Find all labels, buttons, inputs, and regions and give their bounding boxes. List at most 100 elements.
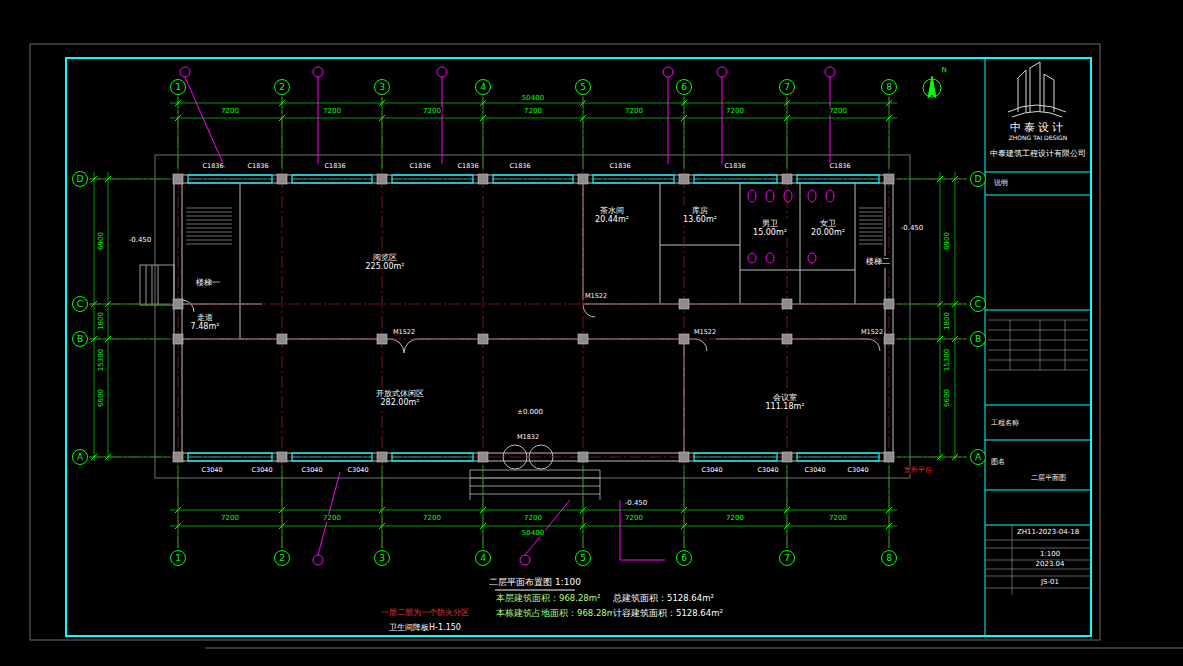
dimension-line xyxy=(684,466,685,548)
label-text: 7.48m² xyxy=(191,322,220,331)
callout-bubble xyxy=(520,555,530,565)
dimension-tick xyxy=(937,301,943,307)
label-text: 282.00m² xyxy=(376,398,424,407)
column xyxy=(277,334,287,344)
grid-number: A xyxy=(970,449,986,465)
grid-bubble: 2 xyxy=(274,79,290,95)
door-swing xyxy=(868,339,880,351)
label-text: 中泰建筑工程设计有限公司 xyxy=(988,150,1088,159)
label-text: 阅览区 xyxy=(366,253,405,262)
bubble-circle xyxy=(375,551,390,566)
callout-bubble xyxy=(663,67,673,77)
rule xyxy=(985,576,1091,577)
dimension-line xyxy=(282,97,283,170)
window-tag: C1836 xyxy=(608,163,631,170)
title-underline xyxy=(495,590,575,591)
dimension: 15300 xyxy=(944,348,951,372)
note: 卫生间降板H-1.150 xyxy=(388,624,462,632)
grid-bubble: 6 xyxy=(676,550,692,566)
north-label: N xyxy=(940,67,947,74)
grid-number: 7 xyxy=(779,79,795,95)
bubble-circle xyxy=(476,551,491,566)
title-block-cell: 图名 xyxy=(990,459,1006,466)
callout-bubble xyxy=(437,67,447,77)
dimension: 7200 xyxy=(624,515,644,522)
callout-bubble xyxy=(313,67,323,77)
elevation: -0.450 xyxy=(128,237,153,244)
callout-bubble xyxy=(825,67,835,77)
stair-tread xyxy=(859,240,883,241)
dimension-line xyxy=(89,179,170,180)
rule xyxy=(985,490,1091,491)
label-text: ZHONG TAI DESIGN xyxy=(988,135,1088,142)
dimension-tick xyxy=(886,523,892,529)
bubble-circle xyxy=(971,297,986,312)
title-block-cell: JS-01 xyxy=(1040,579,1060,586)
step xyxy=(470,470,471,500)
title-block-logo: 中泰设计ZHONG TAI DESIGN中泰建筑工程设计有限公司 xyxy=(988,122,1088,158)
step xyxy=(600,470,601,500)
dimension: 6900 xyxy=(98,231,105,251)
column xyxy=(884,452,894,462)
north-arrow xyxy=(923,76,941,98)
window xyxy=(493,175,573,183)
dimension: 7200 xyxy=(322,515,342,522)
dimension-tick xyxy=(480,523,486,529)
column xyxy=(884,299,894,309)
door-tag: M1522 xyxy=(392,329,416,336)
toilet-symbol xyxy=(808,190,816,202)
column xyxy=(173,174,183,184)
title-block-cell: 二层平面图 xyxy=(1030,475,1067,482)
dimension-line xyxy=(897,304,967,305)
column xyxy=(782,299,792,309)
step xyxy=(470,470,600,471)
column xyxy=(782,174,792,184)
dimension-tick xyxy=(175,507,181,513)
dimension-tick xyxy=(480,115,486,121)
dimension-line xyxy=(178,97,179,170)
column xyxy=(679,174,689,184)
bubble-circle xyxy=(171,80,186,95)
eave-line xyxy=(155,155,910,478)
column xyxy=(377,174,387,184)
window xyxy=(188,453,272,461)
label-text: 走道 xyxy=(191,313,220,322)
grid-number: 8 xyxy=(881,79,897,95)
bubble-circle xyxy=(677,80,692,95)
bubble-circle xyxy=(971,172,986,187)
label-text: 茶水间 xyxy=(595,206,629,215)
dimension: 6600 xyxy=(98,388,105,408)
rule xyxy=(985,405,1091,406)
stair-tread xyxy=(186,220,232,221)
column xyxy=(679,334,689,344)
window-tag: C3040 xyxy=(846,467,869,474)
dimension-line xyxy=(787,466,788,548)
window-tag: C1836 xyxy=(456,163,479,170)
dimension-line xyxy=(897,457,967,458)
stair-tread xyxy=(859,244,883,245)
dimension-tick xyxy=(886,100,892,106)
stair-tread xyxy=(186,236,232,237)
window-tag: C3040 xyxy=(250,467,273,474)
dimension-tick xyxy=(91,454,97,460)
dimension-tick xyxy=(91,336,97,342)
room-label: 茶水间20.44m² xyxy=(593,205,631,225)
rule xyxy=(985,195,1091,196)
grid-number: 7 xyxy=(779,550,795,566)
callout-leaders xyxy=(180,67,835,565)
step xyxy=(158,265,159,305)
grid-line xyxy=(89,179,969,180)
leader-line xyxy=(525,500,570,555)
door-swing xyxy=(182,300,194,312)
room-label: 楼梯一 xyxy=(194,277,222,288)
grid-bubble: 8 xyxy=(881,79,897,95)
dimension-line xyxy=(483,466,484,548)
dimension: 1800 xyxy=(98,311,105,331)
room-label: 开放式休闲区282.00m² xyxy=(374,388,426,408)
window-glass xyxy=(797,457,879,458)
column xyxy=(679,299,689,309)
rule xyxy=(985,525,1091,526)
dimension-tick xyxy=(379,507,385,513)
bubble-circle xyxy=(971,450,986,465)
